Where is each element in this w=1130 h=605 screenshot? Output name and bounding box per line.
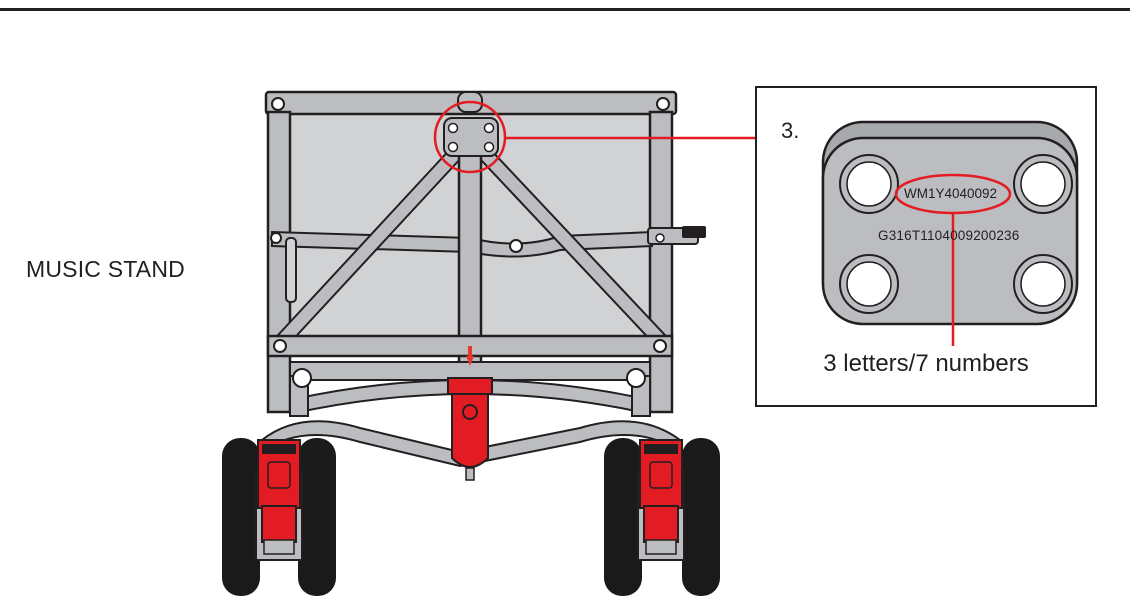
middle-bar-bolt: [509, 239, 523, 253]
frame-bolt: [273, 339, 287, 353]
right-diagonal-brace-fill: [464, 132, 666, 346]
right-brake-pedal: [644, 444, 678, 454]
pivot-bolt: [292, 368, 312, 388]
right-caster-axle: [645, 539, 677, 555]
left-caster-fork: [261, 505, 297, 543]
left-diagonal-brace-fill: [277, 132, 476, 346]
serial-callout-box: 3. WM1Y4040092 G316T1104009200236 3 lett…: [755, 86, 1097, 407]
left-outer-wheel: [222, 438, 260, 596]
left-brake-pedal: [262, 444, 296, 454]
serial-format-caption: 3 letters/7 numbers: [823, 350, 1029, 377]
zoom-screw-bottom-right-inner: [1020, 261, 1066, 307]
plate-screw: [447, 122, 459, 134]
frame-bolt: [655, 233, 665, 243]
plate-screw: [483, 122, 495, 134]
plate-screw: [483, 141, 495, 153]
center-lock-top: [447, 377, 493, 395]
top-rule: [0, 8, 1130, 11]
plate-screw: [447, 141, 459, 153]
step-number: 3.: [781, 118, 800, 143]
pivot-bolt: [626, 368, 646, 388]
left-inner-wheel: [298, 438, 336, 596]
frame-bolt: [271, 97, 285, 111]
frame-bolt: [270, 232, 282, 244]
side-strap: [285, 237, 297, 303]
right-caster-fork: [643, 505, 679, 543]
zoom-screw-bottom-left-inner: [846, 261, 892, 307]
serial-plate-zoom: [821, 120, 1079, 346]
center-lock-button: [462, 404, 478, 420]
zoom-screw-top-left-inner: [846, 161, 892, 207]
down-arrow: [466, 356, 474, 366]
center-lock-body: [451, 393, 489, 468]
right-inner-wheel: [604, 438, 642, 596]
right-outer-wheel: [682, 438, 720, 596]
zoom-screw-top-right-inner: [1020, 161, 1066, 207]
right-pole: [648, 110, 674, 414]
frame-bolt: [653, 339, 667, 353]
right-brake-lock: [649, 461, 673, 489]
center-lock-tip: [465, 467, 475, 481]
left-brake-lock: [267, 461, 291, 489]
serial-number-primary: WM1Y4040092: [904, 186, 998, 201]
left-caster-axle: [263, 539, 295, 555]
music-stand-label: MUSIC STAND: [26, 256, 185, 282]
serial-number-secondary: G316T1104009200236: [878, 228, 1020, 243]
down-arrow-stem: [468, 346, 472, 358]
frame-bolt: [656, 97, 670, 111]
side-handle-grip: [682, 226, 706, 238]
